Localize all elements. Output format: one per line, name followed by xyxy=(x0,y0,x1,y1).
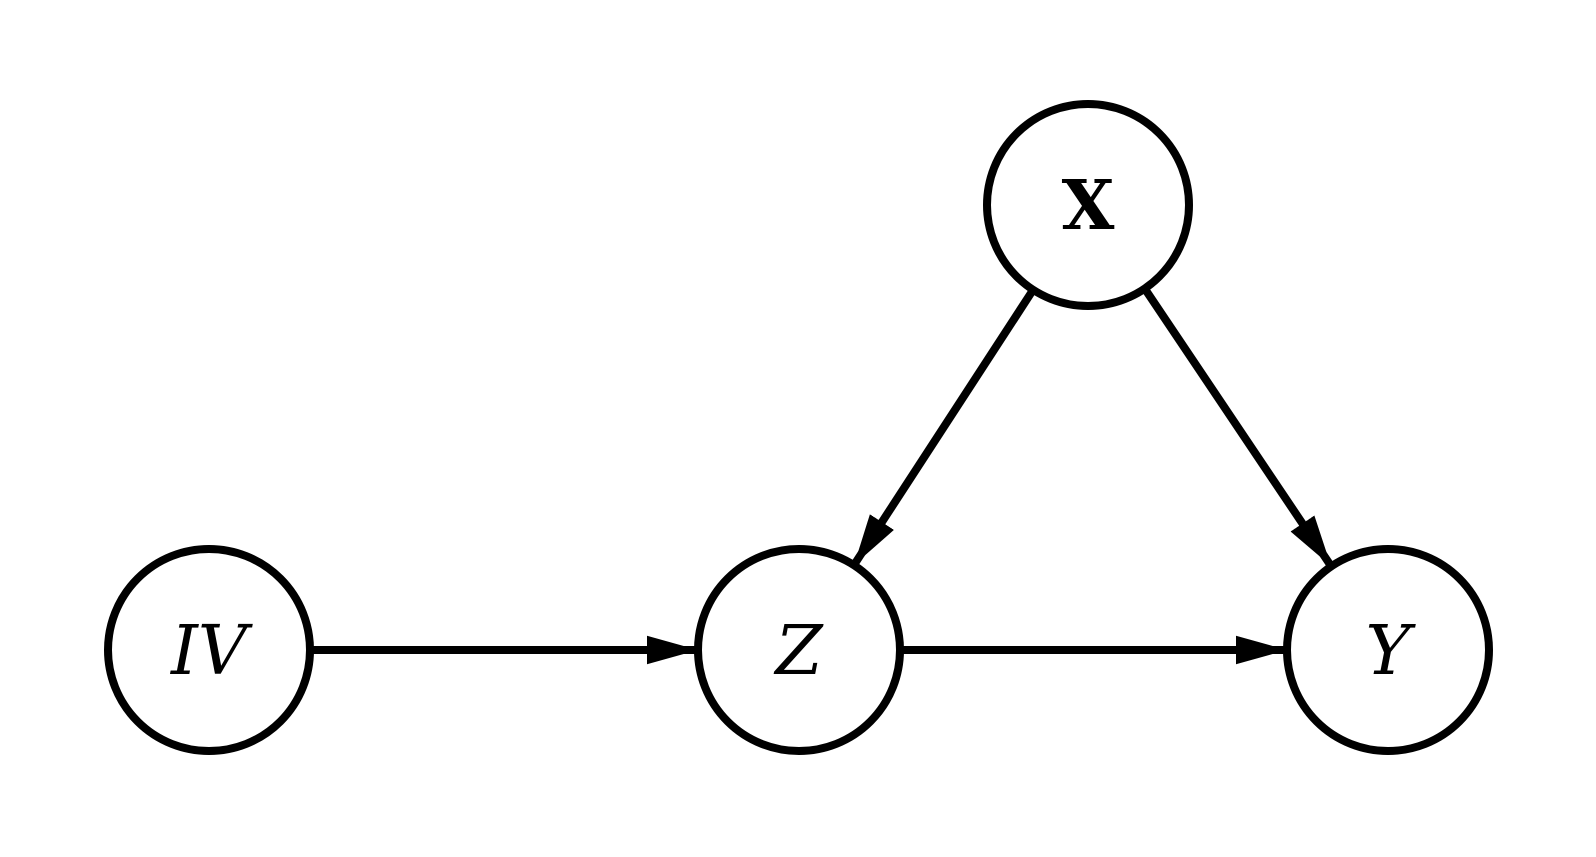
node-z-label: Z xyxy=(773,612,824,691)
node-iv-circle xyxy=(104,545,314,755)
node-y: Y xyxy=(1283,545,1493,755)
node-x-circle xyxy=(983,100,1193,310)
node-y-circle xyxy=(1283,545,1493,755)
edge-x-to-z xyxy=(850,287,1037,568)
node-iv: IV xyxy=(104,545,314,755)
edge-x-to-y xyxy=(1141,286,1335,569)
node-z-circle xyxy=(694,545,904,755)
node-x: X xyxy=(983,100,1193,310)
node-iv-label: IV xyxy=(169,612,253,691)
node-y-label: Y xyxy=(1366,612,1417,691)
node-x-label: X xyxy=(1062,166,1115,246)
node-z: Z xyxy=(694,545,904,755)
